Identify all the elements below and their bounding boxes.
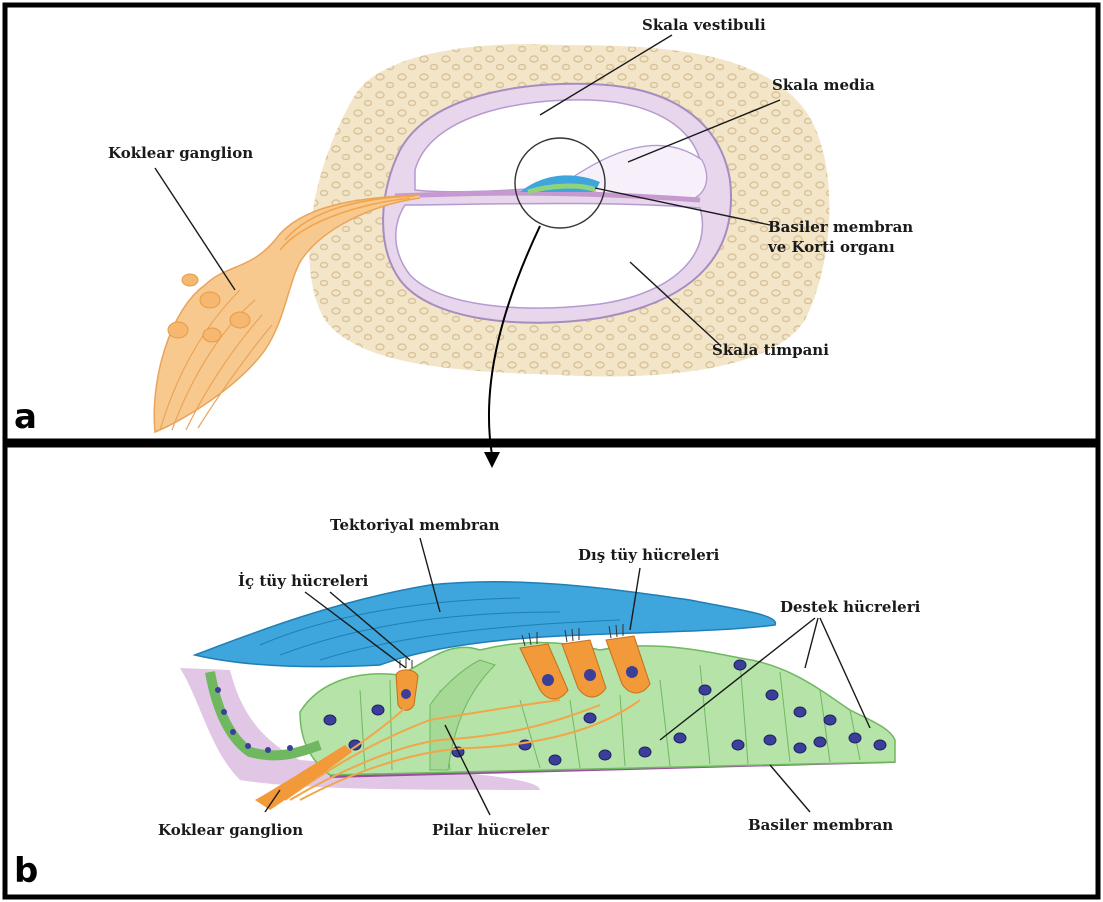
panel-letter-b: b [14,851,38,891]
label-tektoriyal: Tektoriyal membran [330,516,500,534]
label-koklear-b: Koklear ganglion [158,821,303,839]
label-dis-tuy: Dış tüy hücreleri [578,546,720,564]
panel-b: Tektoriyal membran Dış tüy hücreleri İç … [5,445,1098,897]
label-skala-media: Skala media [772,76,875,94]
label-ic-tuy: İç tüy hücreleri [238,571,369,590]
panel-a: Skala vestibuli Skala media Koklear gang… [5,5,1098,441]
panel-letter-a: a [14,397,37,437]
leader-basiler-b [770,765,810,812]
label-basiler-b: Basiler membran [748,816,893,834]
label-basiler-line2: ve Korti organı [767,238,895,256]
label-skala-vestibuli: Skala vestibuli [642,16,766,34]
label-basiler-line1: Basiler membran [768,218,913,236]
leader-destek-2 [805,618,818,668]
inner-hair-cell [396,658,418,710]
label-pilar: Pilar hücreler [432,821,550,839]
label-destek: Destek hücreleri [780,598,921,616]
label-koklear-ganglion-a: Koklear ganglion [108,144,253,162]
zoom-arrow-head [484,452,500,468]
label-skala-timpani: Skala timpani [712,341,829,359]
